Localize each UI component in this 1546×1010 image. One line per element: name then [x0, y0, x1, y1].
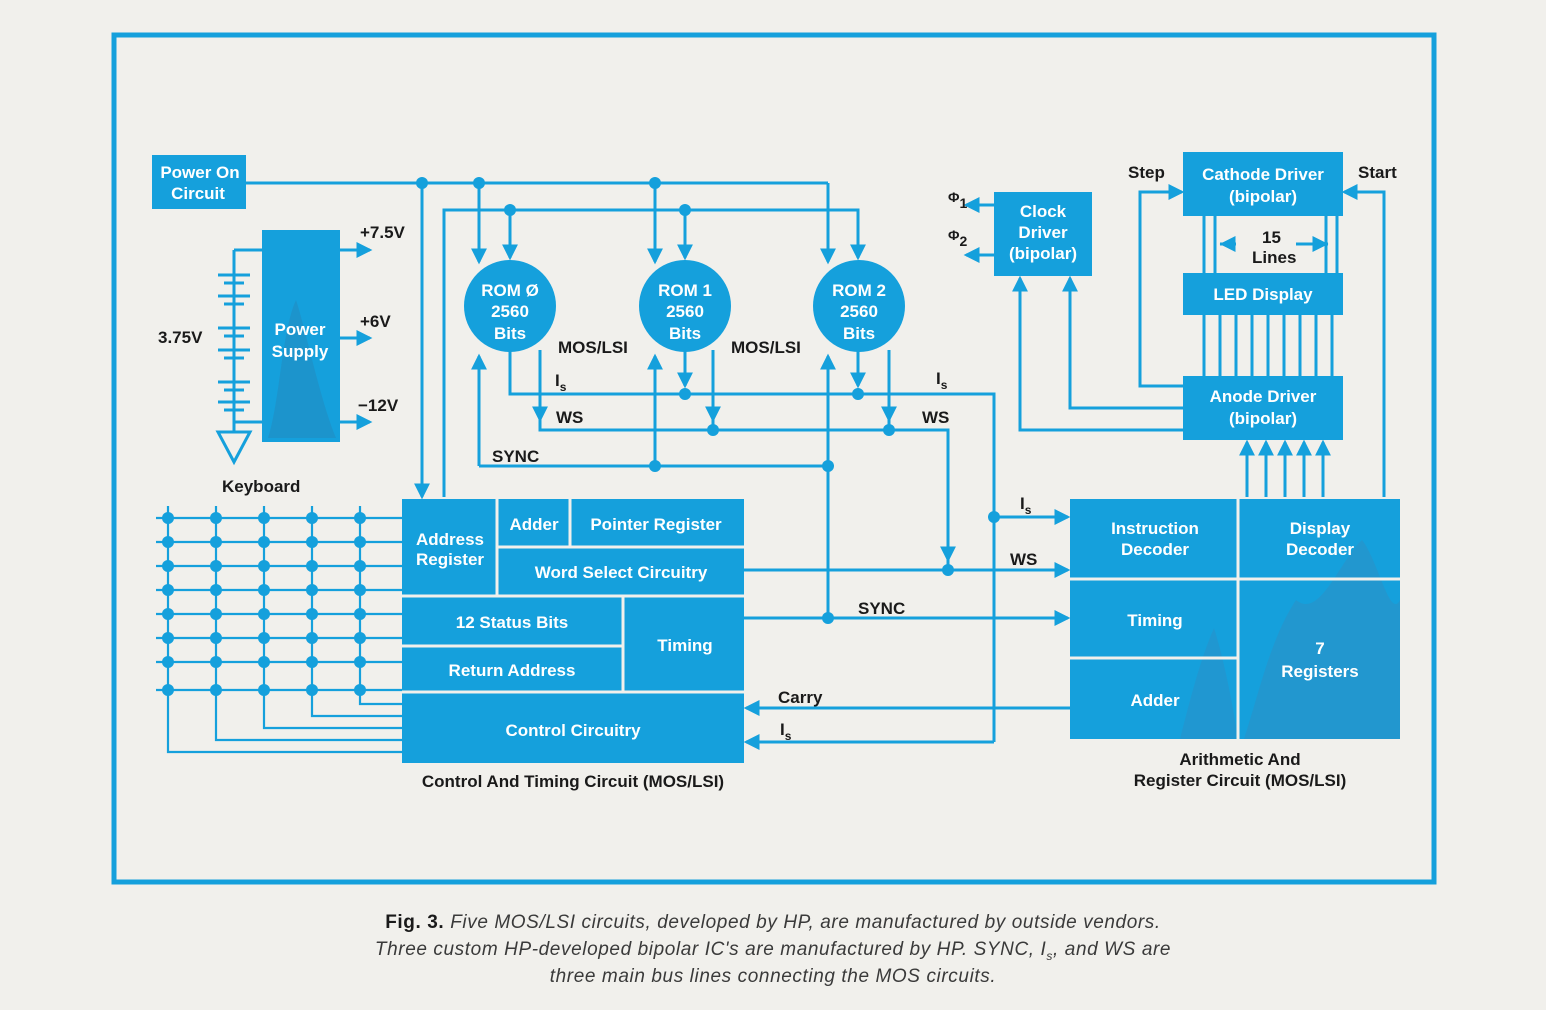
anode-driver: Anode Driver (bipolar) [1183, 376, 1343, 440]
svg-text:Circuit: Circuit [171, 184, 225, 203]
svg-text:Bits: Bits [494, 324, 526, 343]
svg-text:Register: Register [416, 550, 484, 569]
arc-timing: Timing [1127, 611, 1182, 630]
label-mos-lsi-2: MOS/LSI [731, 338, 801, 357]
svg-text:Registers: Registers [1281, 662, 1358, 681]
control-timing-circuit: Address Register Adder Pointer Register … [402, 499, 744, 763]
svg-text:(bipolar): (bipolar) [1229, 409, 1297, 428]
label-ws-2: WS [922, 408, 949, 427]
svg-text:Power On: Power On [160, 163, 239, 182]
rom-0: ROM Ø 2560 Bits [464, 260, 556, 352]
label-battery: 3.75V [158, 328, 203, 347]
svg-text:(bipolar): (bipolar) [1009, 244, 1077, 263]
label-carry: Carry [778, 688, 823, 707]
svg-text:Decoder: Decoder [1121, 540, 1189, 559]
display-decoder: Display [1290, 519, 1351, 538]
label-7-5v: +7.5V [360, 223, 406, 242]
label-sync-1: SYNC [492, 447, 539, 466]
svg-text:Cathode Driver: Cathode Driver [1202, 165, 1324, 184]
label-is-4: Is [780, 720, 792, 743]
figure-caption-line-2: Three custom HP-developed bipolar IC's a… [374, 939, 1172, 963]
label-start: Start [1358, 163, 1397, 182]
pointer-register: Pointer Register [590, 515, 722, 534]
label-keyboard: Keyboard [222, 477, 300, 496]
instruction-decoder: Instruction [1111, 519, 1199, 538]
figure-caption-line-1: Fig. 3. Five MOS/LSI circuits, developed… [385, 912, 1161, 933]
label-15: 15 [1262, 228, 1281, 247]
keyboard-matrix [156, 506, 402, 754]
power-on-circuit: Power On Circuit [152, 155, 246, 209]
return-address: Return Address [449, 661, 576, 680]
clock-driver: Clock Driver (bipolar) [994, 192, 1092, 276]
svg-text:Driver: Driver [1018, 223, 1068, 242]
control-circuitry: Control Circuitry [505, 721, 641, 740]
word-select-circuitry: Word Select Circuitry [535, 563, 708, 582]
svg-text:ROM 1: ROM 1 [658, 281, 712, 300]
label-12v: −12V [358, 396, 399, 415]
svg-text:Bits: Bits [669, 324, 701, 343]
arc-caption-1: Arithmetic And [1179, 750, 1300, 769]
svg-text:2560: 2560 [666, 302, 704, 321]
svg-text:Clock: Clock [1020, 202, 1067, 221]
svg-text:Decoder: Decoder [1286, 540, 1354, 559]
label-ws-1: WS [556, 408, 583, 427]
svg-text:Anode Driver: Anode Driver [1210, 387, 1317, 406]
label-sync-2: SYNC [858, 599, 905, 618]
figure-frame [111, 32, 1437, 885]
seven-registers: 7 [1315, 639, 1324, 658]
led-display: LED Display [1183, 273, 1343, 315]
svg-text:LED Display: LED Display [1213, 285, 1313, 304]
label-mos-lsi-1: MOS/LSI [558, 338, 628, 357]
svg-text:(bipolar): (bipolar) [1229, 187, 1297, 206]
arc-adder: Adder [1130, 691, 1180, 710]
labels: +7.5V +6V −12V 3.75V Keyboard MOS/LSI MO… [158, 163, 1397, 791]
power-supply: Power Supply [262, 230, 340, 442]
label-6v: +6V [360, 312, 391, 331]
figure-number: Fig. 3. [385, 912, 445, 933]
label-step: Step [1128, 163, 1165, 182]
junction-dots [416, 177, 1000, 624]
label-is-2: Is [936, 369, 948, 392]
ctc-caption: Control And Timing Circuit (MOS/LSI) [422, 772, 724, 791]
svg-text:ROM 2: ROM 2 [832, 281, 886, 300]
svg-text:2560: 2560 [491, 302, 529, 321]
arithmetic-register-circuit: Instruction Decoder Display Decoder Timi… [1070, 499, 1400, 739]
label-ws-3: WS [1010, 550, 1037, 569]
figure-caption-line-3: three main bus lines connecting the MOS … [549, 966, 997, 987]
status-bits: 12 Status Bits [456, 613, 568, 632]
label-phi1: Φ1 [948, 189, 968, 211]
svg-text:Bits: Bits [843, 324, 875, 343]
address-register: Address [416, 530, 484, 549]
label-lines: Lines [1252, 248, 1296, 267]
svg-text:ROM Ø: ROM Ø [481, 281, 539, 300]
ctc-adder: Adder [509, 515, 559, 534]
rom-2: ROM 2 2560 Bits [813, 260, 905, 352]
ctc-timing: Timing [657, 636, 712, 655]
label-is-3: Is [1020, 494, 1032, 517]
arc-caption-2: Register Circuit (MOS/LSI) [1134, 771, 1347, 790]
svg-text:Supply: Supply [272, 342, 329, 361]
label-phi2: Φ2 [948, 227, 968, 249]
label-is-1: Is [555, 371, 567, 394]
svg-text:2560: 2560 [840, 302, 878, 321]
svg-text:Power: Power [274, 320, 325, 339]
cathode-driver: Cathode Driver (bipolar) [1183, 152, 1343, 216]
rom-1: ROM 1 2560 Bits [639, 260, 731, 352]
